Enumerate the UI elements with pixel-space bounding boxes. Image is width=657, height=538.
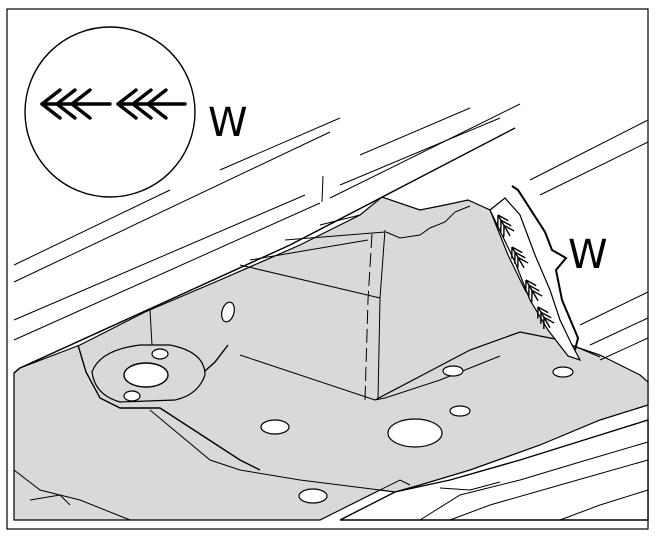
callout-bracket: [511, 185, 580, 351]
lower-rail: [339, 419, 649, 521]
hole-right-1: [442, 365, 464, 377]
hole-right-2: [552, 366, 574, 378]
boss-hole-small-bottom: [123, 390, 141, 402]
callout-label: W: [568, 232, 608, 278]
panel-holes: [221, 301, 574, 504]
left-boss: [91, 344, 206, 403]
frame-border: [6, 8, 649, 530]
hole-bottom: [298, 488, 328, 504]
seam-weld-marks: [497, 214, 555, 330]
lower-rail-shape: [339, 419, 649, 521]
hole-left-upper: [221, 301, 235, 323]
hole-center-small: [449, 405, 471, 417]
seam-weld-mark-4: [537, 306, 555, 330]
hole-mid: [260, 419, 290, 435]
seam-weld-mark-3: [525, 279, 543, 303]
weld-symbol-legend: W: [24, 26, 248, 198]
legend-circle: [24, 26, 196, 198]
seam-weld-mark-2: [511, 246, 529, 270]
seam-weld-mark-1: [497, 214, 515, 238]
boss-hole: [123, 362, 169, 388]
right-panel-lines: [529, 119, 649, 361]
seam-wall: [489, 197, 582, 362]
sill-top-edge: [13, 127, 516, 374]
detail-label: W: [208, 100, 248, 146]
side-sill: [13, 103, 521, 374]
weld-seam-edge: [489, 197, 582, 362]
hole-center-large: [387, 418, 443, 448]
weld-symbol-arrows-icon: [40, 88, 187, 120]
panel-structure-lines: [13, 205, 601, 521]
boss-hole-small-top: [151, 348, 169, 360]
